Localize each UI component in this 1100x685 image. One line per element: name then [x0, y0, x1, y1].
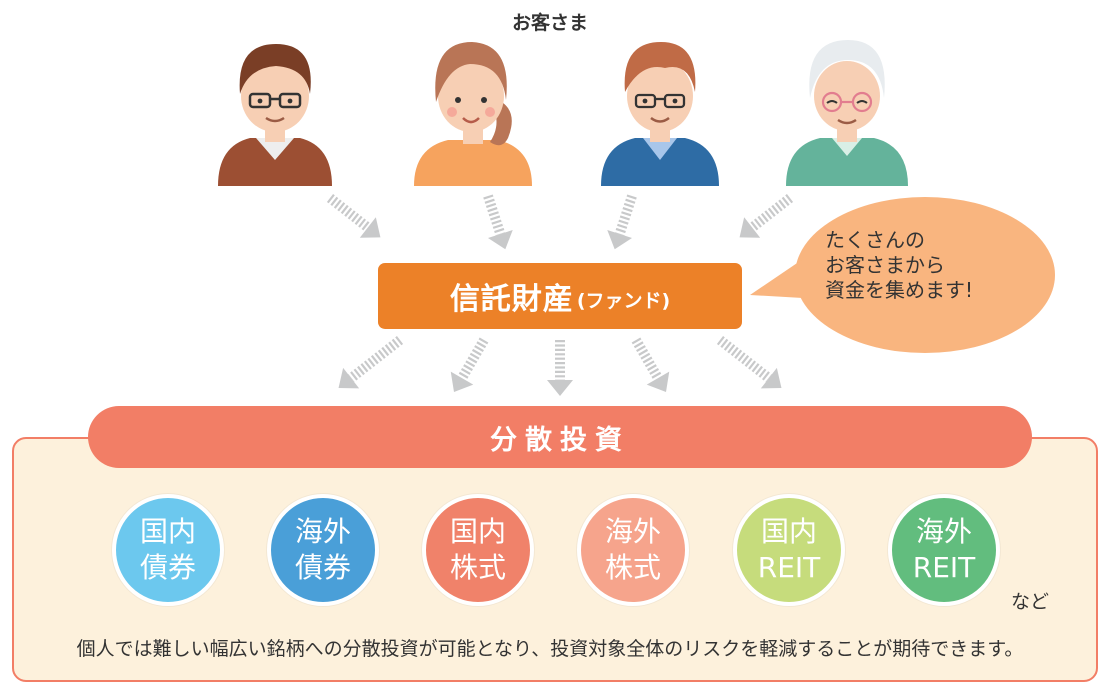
asset-line1: 海外	[604, 515, 661, 548]
asset-foreign-stocks: 海外 株式	[577, 494, 689, 606]
fund-subtitle: (ファンド)	[576, 289, 671, 312]
asset-foreign-reit: 海外 REIT	[888, 494, 1000, 606]
asset-line2: REIT	[757, 551, 821, 584]
asset-domestic-stocks: 国内 株式	[422, 494, 534, 606]
asset-line1: 海外	[915, 515, 972, 548]
arrow-down-left-icon	[739, 194, 794, 238]
bubble-line: 資金を集めます!	[825, 278, 974, 302]
asset-line2: 株式	[449, 551, 506, 584]
bubble-line: お客さまから	[825, 253, 945, 277]
customers-label: お客さま	[511, 12, 588, 34]
arrow-down-icon	[607, 194, 637, 250]
arrow-down-right-icon	[716, 336, 782, 389]
arrow-down-left-icon	[338, 336, 404, 389]
arrow-down-icon	[547, 340, 573, 396]
customer-elderly-icon	[786, 40, 908, 186]
asset-line1: 国内	[760, 515, 817, 548]
bubble-text: たくさんの お客さまから 資金を集めます!	[825, 228, 1035, 303]
asset-domestic-reit: 国内 REIT	[733, 494, 845, 606]
fund-title: 信託財産	[449, 282, 574, 317]
asset-line1: 海外	[294, 515, 351, 548]
asset-line2: 債券	[139, 551, 196, 584]
asset-line2: 債券	[294, 551, 351, 584]
bubble-line: たくさんの	[825, 228, 925, 252]
footnote: 個人では難しい幅広い銘柄への分散投資が可能となり、投資対象全体のリスクを軽減する…	[76, 638, 1024, 660]
fund-box: 信託財産 (ファンド)	[378, 263, 742, 329]
arrow-down-right-icon	[326, 194, 381, 238]
customer-man-glasses-icon	[218, 44, 332, 186]
asset-line1: 国内	[139, 515, 196, 548]
arrow-down-icon	[483, 194, 513, 250]
asset-line1: 国内	[449, 515, 506, 548]
customer-woman-icon	[414, 42, 532, 186]
diversify-label: 分散投資	[88, 406, 1032, 468]
asset-line2: REIT	[912, 551, 976, 584]
asset-foreign-bonds: 海外 債券	[267, 494, 379, 606]
speech-bubble	[750, 197, 1055, 353]
etc-label: など	[1011, 591, 1050, 613]
customer-young-man-icon	[601, 42, 719, 186]
asset-domestic-bonds: 国内 債券	[112, 494, 224, 606]
asset-line2: 株式	[604, 551, 661, 584]
